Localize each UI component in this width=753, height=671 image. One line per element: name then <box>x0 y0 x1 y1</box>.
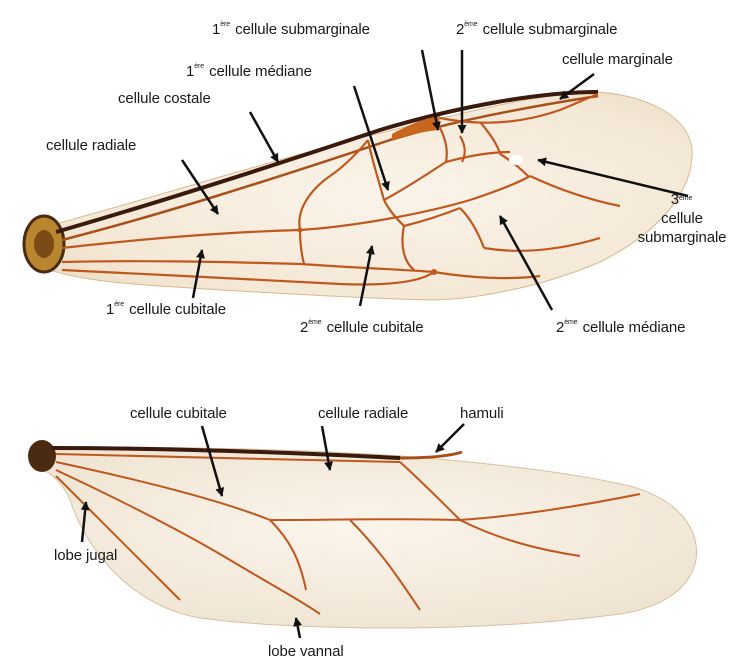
label-hw-hamuli: hamuli <box>460 406 504 421</box>
label-cub1: 1ère cellule cubitale <box>106 302 226 317</box>
label-marginal: cellule marginale <box>562 52 673 67</box>
label-hw-cubital: cellule cubitale <box>130 406 227 421</box>
label-sub1: 1ère cellule submarginale <box>212 22 370 37</box>
label-med2: 2ème cellule médiane <box>556 320 685 335</box>
label-hw-radial: cellule radiale <box>318 406 408 421</box>
hindwing-base <box>28 440 56 472</box>
hindwing-membrane <box>30 447 696 628</box>
label-sub3: 3ème cellule submarginale <box>632 190 732 247</box>
arrow-hw-hamuli <box>436 424 464 452</box>
label-cub2: 2ème cellule cubitale <box>300 320 423 335</box>
forewing <box>24 92 692 300</box>
hindwing <box>28 440 696 628</box>
label-hw-jugal: lobe jugal <box>54 548 117 563</box>
label-med1: 1ère cellule médiane <box>186 64 312 79</box>
label-costal: cellule costale <box>118 91 211 106</box>
label-sub2: 2ème cellule submarginale <box>456 22 617 37</box>
label-radial: cellule radiale <box>46 138 136 153</box>
label-hw-vannal: lobe vannal <box>268 644 344 659</box>
arrow-costal <box>250 112 278 162</box>
